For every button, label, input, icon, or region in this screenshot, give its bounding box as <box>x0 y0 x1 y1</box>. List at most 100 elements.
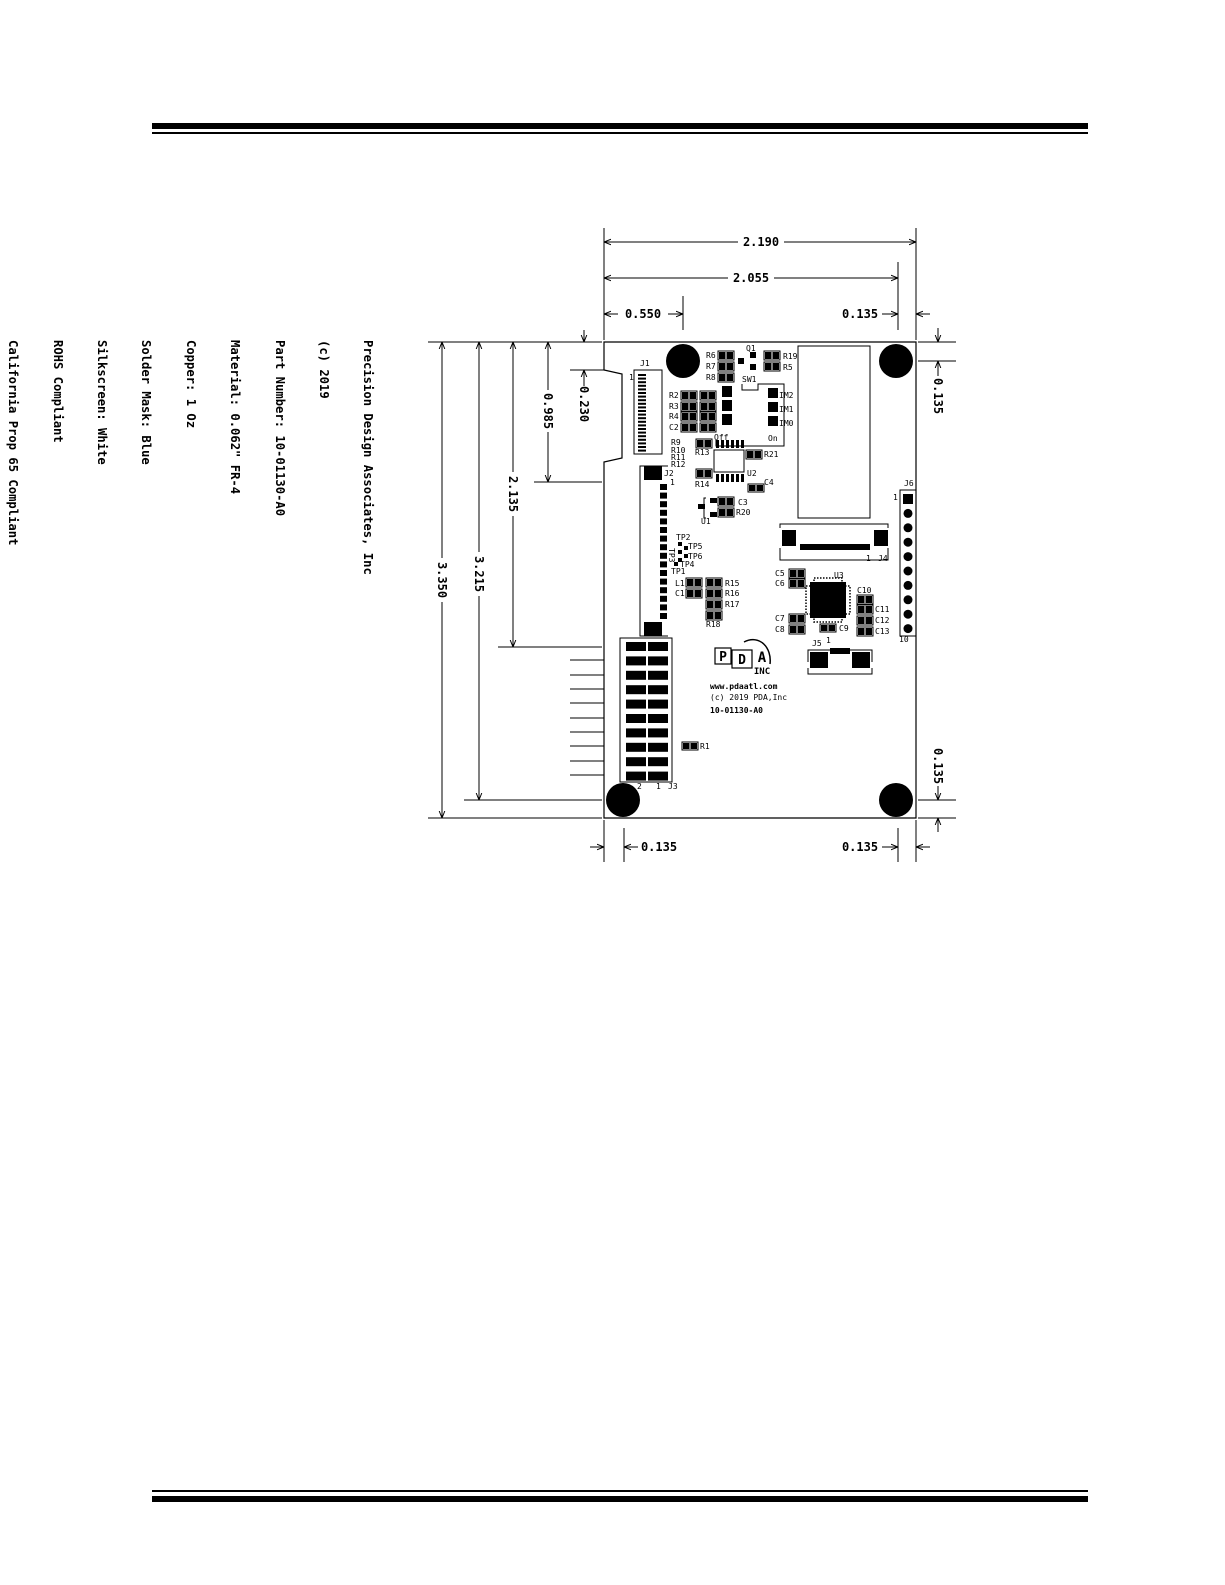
pad <box>772 363 779 370</box>
module-outline <box>797 345 871 519</box>
label-im2: IM2 <box>779 391 794 400</box>
dim-label: 0.135 <box>931 748 945 784</box>
pad-outline <box>705 599 723 610</box>
pin1-j5: 1 <box>826 636 831 645</box>
pad-outline <box>717 496 735 507</box>
j3-pin-array <box>626 642 668 781</box>
dim-left-offset: 0.550 <box>604 307 683 321</box>
pad-outline <box>685 577 703 588</box>
j2-pin <box>660 509 667 516</box>
pad <box>682 403 689 410</box>
refdes-u1: U1 <box>701 517 711 526</box>
pad-outline <box>695 468 713 479</box>
refdes-c11: C11 <box>875 605 890 614</box>
j2-pin <box>660 518 667 525</box>
dim-height-inner: 3.215 <box>472 342 486 800</box>
j3-pad <box>626 771 646 781</box>
two-pad-footprint <box>680 411 698 422</box>
refdes-j2: J2 <box>664 469 674 478</box>
u2-pin <box>721 440 724 448</box>
connector-j4: 1 J4 <box>779 523 889 563</box>
pad <box>689 413 696 420</box>
pad <box>821 625 828 631</box>
j6-pin <box>903 595 913 605</box>
pad <box>858 617 865 624</box>
j2-pin <box>660 570 667 576</box>
refdes-r18: R18 <box>706 620 721 629</box>
pad <box>694 579 701 586</box>
note-line: California Prop 65 Compliant <box>6 340 21 546</box>
refdes-c12: C12 <box>875 616 890 625</box>
j1-pin <box>638 395 646 398</box>
ic-u3: U3 <box>805 571 851 623</box>
j1-pin <box>638 435 646 438</box>
two-pad-footprint <box>681 741 699 751</box>
dim-label: 0.230 <box>577 386 591 422</box>
two-pad-footprint <box>717 507 735 518</box>
pad <box>701 424 708 431</box>
footer-rule-thick <box>152 1496 1088 1502</box>
j1-pin <box>638 402 646 405</box>
j2-pin <box>660 501 667 508</box>
refdes-tp3: TP3 <box>667 548 676 563</box>
j1-pin-array <box>638 374 646 452</box>
j1-pin <box>638 406 646 409</box>
refdes-r6: R6 <box>706 351 716 360</box>
pad <box>704 470 711 477</box>
two-pad-footprint <box>717 372 735 383</box>
j6-pin <box>903 566 913 576</box>
dim-label: 0.135 <box>641 840 677 854</box>
j2-pin <box>660 604 667 611</box>
refdes-r9: R9 <box>671 438 681 447</box>
pad <box>719 374 726 381</box>
refdes-q1: Q1 <box>746 344 756 353</box>
u2-pin <box>716 440 719 448</box>
pin1-j4: 1 <box>866 554 871 563</box>
two-pad-footprint <box>680 390 698 401</box>
pad <box>790 615 797 622</box>
refdes-r5: R5 <box>783 363 793 372</box>
pad <box>765 363 772 370</box>
refdes-r8: R8 <box>706 373 716 382</box>
pad <box>797 580 804 587</box>
refdes-c7: C7 <box>775 614 785 623</box>
note-line: ROHS Compliant <box>50 340 65 443</box>
refdes-r21: R21 <box>764 450 779 459</box>
connector-j6: J6 1 10 <box>893 479 917 644</box>
passive-labels: R6 R7 R8 R19 R5 R2 R3 R4 C2 R9 R10 R11 R… <box>669 351 890 751</box>
pad-outline <box>717 507 735 518</box>
j2-pin <box>660 552 667 559</box>
j3-pad <box>648 699 668 709</box>
pad <box>756 485 763 491</box>
pad-outline <box>680 411 698 422</box>
pad <box>797 570 804 577</box>
j3-pad <box>626 757 646 767</box>
mounting-hole-bottom-left <box>606 783 640 817</box>
pad <box>790 570 797 577</box>
j2-pin <box>660 544 667 551</box>
j3-pad <box>626 742 646 752</box>
pad <box>772 352 779 359</box>
refdes-r13: R13 <box>695 448 710 457</box>
pad <box>689 392 696 399</box>
j1-pin <box>638 446 646 448</box>
dim-notch: 0.230 <box>577 330 591 422</box>
u2-pin-array <box>716 440 744 482</box>
pad <box>726 509 733 516</box>
refdes-j4: J4 <box>878 554 888 563</box>
logo-letter-a: A <box>758 650 767 666</box>
label-off: Off <box>714 433 729 442</box>
two-pad-footprint <box>699 411 717 422</box>
refdes-c1: C1 <box>675 589 685 598</box>
note-line: Precision Design Associates, Inc <box>361 340 376 575</box>
pad-outline <box>699 390 717 401</box>
pad-outline <box>695 438 713 449</box>
dim-bottom-margin-right: 0.135 <box>931 748 945 832</box>
j3-pad <box>648 656 668 666</box>
two-pad-footprint <box>763 350 781 361</box>
dim-top-margin-right: 0.135 <box>931 328 945 414</box>
refdes-r4: R4 <box>669 412 679 421</box>
label-on: On <box>768 434 778 443</box>
j3-pad <box>648 714 668 723</box>
pad <box>697 470 704 477</box>
